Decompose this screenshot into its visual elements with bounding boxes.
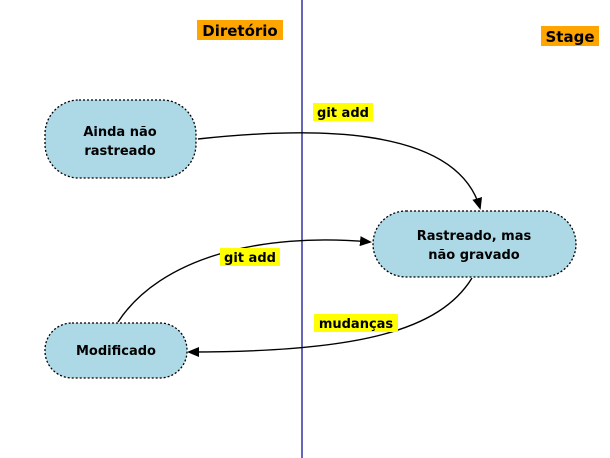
edge-untracked-to-tracked (197, 132, 482, 210)
node-tracked-unsaved-line1: Rastreado, mas (417, 229, 532, 244)
node-untracked-line1: Ainda não (83, 125, 156, 140)
node-untracked: Ainda não rastreado (44, 99, 197, 179)
node-untracked-line2: rastreado (84, 144, 155, 159)
header-stage-highlight (541, 26, 599, 46)
header-directory-highlight (197, 20, 283, 40)
node-untracked-shape (44, 99, 197, 179)
node-tracked-unsaved-shape (372, 210, 577, 278)
edge-label-git-add-top: git add (317, 106, 369, 121)
edge-label-highlight (313, 103, 373, 121)
edge-tracked-to-modified (187, 277, 473, 357)
edge-label-highlight (314, 314, 398, 332)
header-stage-label: Stage (545, 28, 594, 46)
node-modified-shape (44, 322, 188, 379)
edge-modified-to-tracked (117, 236, 372, 323)
edge-label-mudancas: mudanças (319, 317, 394, 332)
edge-label-highlight (220, 248, 280, 266)
header-directory-label: Diretório (202, 22, 277, 40)
node-modified-label: Modificado (76, 344, 156, 359)
header-directory: Diretório (197, 20, 283, 40)
edge-label-git-add-bottom: git add (224, 251, 276, 266)
node-tracked-unsaved: Rastreado, mas não gravado (372, 210, 577, 278)
node-modified: Modificado (44, 322, 188, 379)
node-tracked-unsaved-line2: não gravado (428, 248, 520, 263)
header-stage: Stage (541, 26, 599, 46)
